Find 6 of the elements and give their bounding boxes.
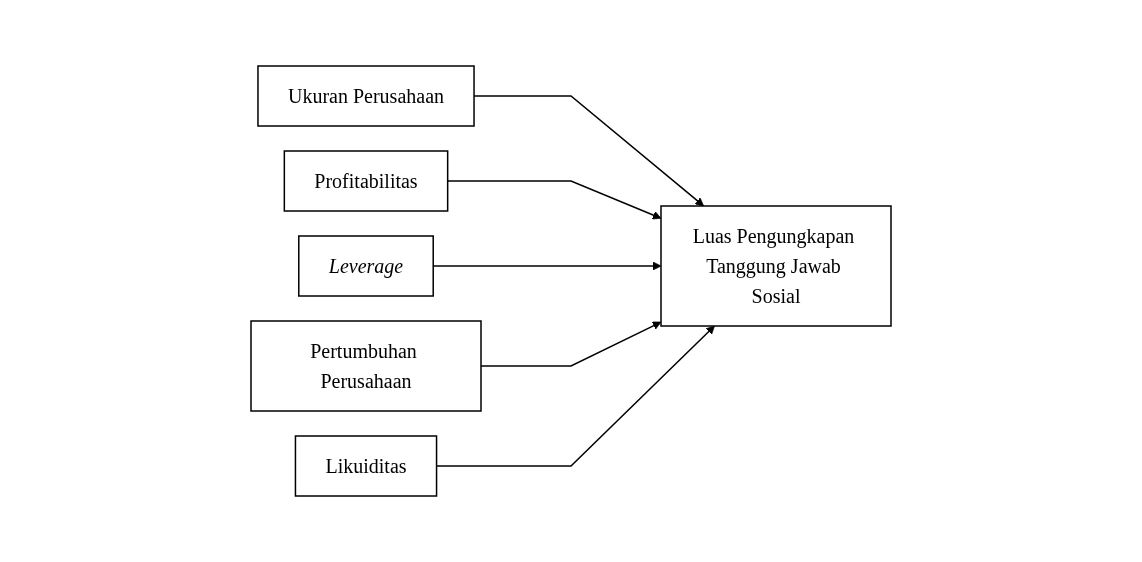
node-box: Likuiditas: [294, 435, 438, 497]
node-box: Ukuran Perusahaan: [257, 65, 475, 127]
node-box: Leverage: [298, 235, 434, 297]
node-box: Pertumbuhan Perusahaan: [250, 320, 482, 412]
node-box: Profitabilitas: [283, 150, 449, 212]
node-box: Luas Pengungkapan Tanggung Jawab Sosial: [660, 205, 892, 327]
